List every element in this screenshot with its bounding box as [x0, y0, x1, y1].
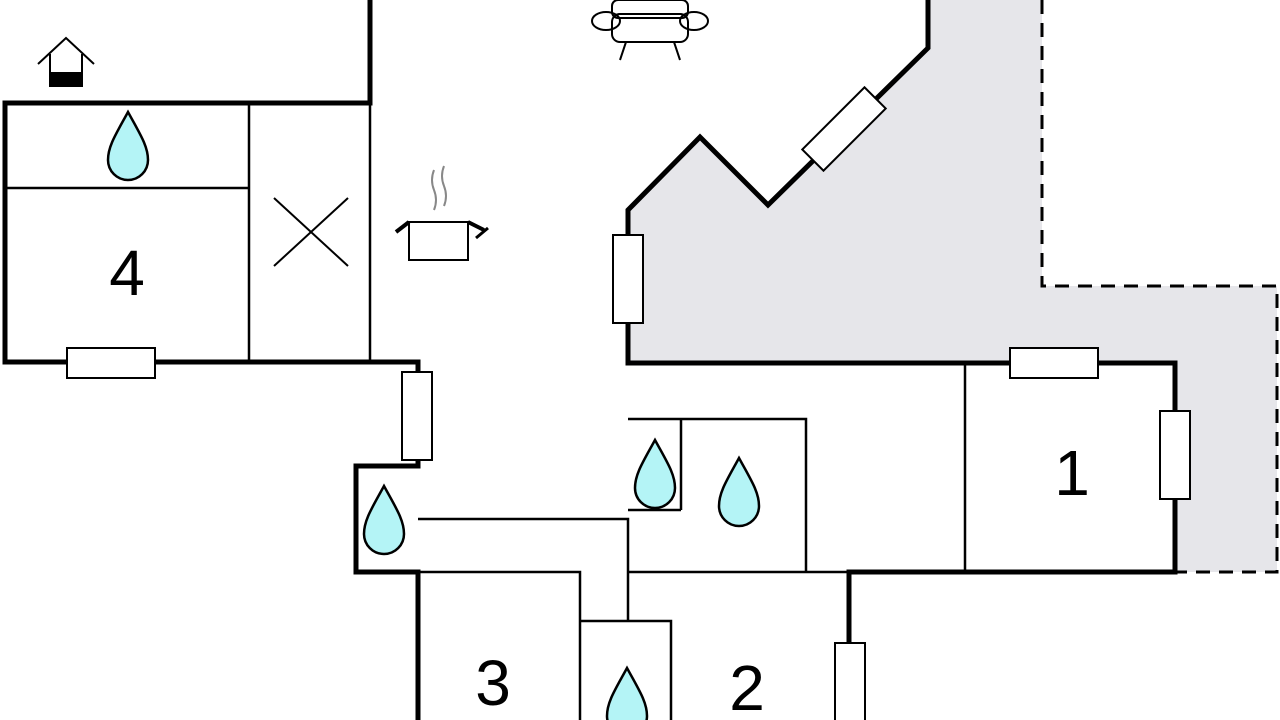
terrace-boundary [1040, 0, 1279, 574]
window-room2 [834, 642, 866, 720]
water-drop-icon [106, 109, 150, 182]
terrace-area [628, 0, 1277, 572]
room-label-3: 3 [475, 647, 511, 719]
wall-room3 [418, 570, 582, 720]
water-drop-icon [605, 665, 649, 720]
window-room1-top [1009, 347, 1099, 379]
window-room4 [66, 347, 156, 379]
window-room1-right [1159, 410, 1191, 500]
kitchen-pot-icon [394, 165, 489, 261]
room-label-4: 4 [109, 237, 145, 309]
window-living-angled [800, 85, 888, 173]
window-hall [401, 371, 433, 461]
house-icon [37, 36, 95, 87]
wall-room1 [625, 360, 1178, 720]
window-living-left [612, 234, 644, 324]
water-drop-icon [717, 455, 761, 528]
sofa-icon [591, 0, 709, 61]
room-label-2: 2 [729, 652, 765, 720]
water-drop-icon [362, 483, 406, 556]
wall-hall [418, 517, 630, 620]
room-label-1: 1 [1054, 437, 1090, 509]
wall-bath-lower [580, 619, 673, 720]
wall-bath-upper [628, 417, 808, 572]
fireplace-icon [273, 197, 349, 267]
water-drop-icon [633, 437, 677, 510]
